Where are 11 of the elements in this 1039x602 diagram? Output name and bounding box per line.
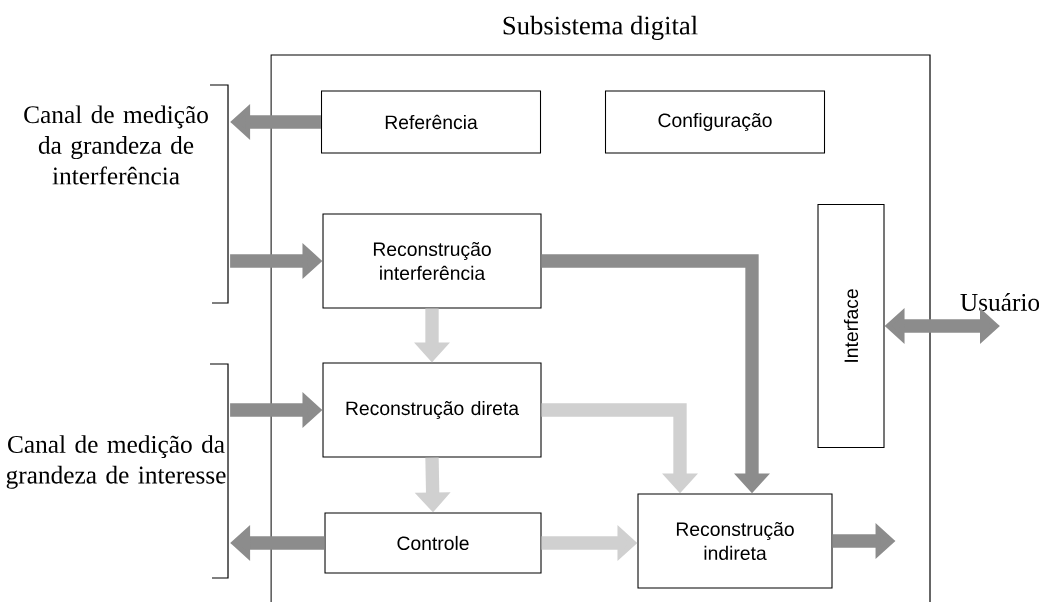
user-label: Usuário xyxy=(960,293,1039,311)
process-box: Reconstrução interferência xyxy=(322,213,542,309)
process-box: Controle xyxy=(324,512,542,574)
frame-title: Subsistema digital xyxy=(503,15,698,41)
process-box: Reconstrução indireta xyxy=(637,493,833,589)
channel-label: Canal de medição da grandeza de interesse xyxy=(6,435,226,489)
process-box: Configuração xyxy=(604,90,826,154)
process-box: Reconstrução direta xyxy=(322,362,542,458)
channel-label: Canal de medição da grandeza de interferência xyxy=(24,105,208,185)
process-box: Interface xyxy=(817,203,885,449)
process-box: Referência xyxy=(320,90,542,154)
